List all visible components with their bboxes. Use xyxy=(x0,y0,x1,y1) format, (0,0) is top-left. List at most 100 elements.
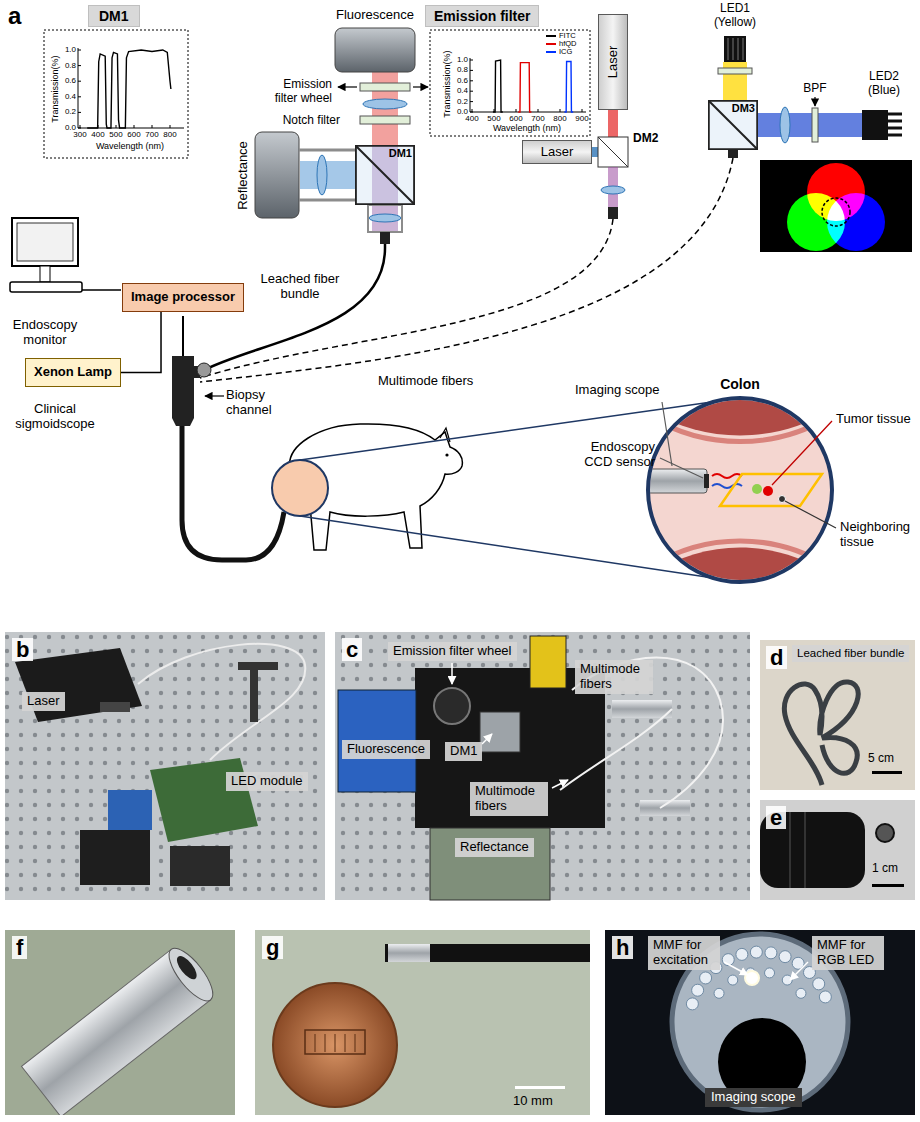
photo-setup xyxy=(5,632,325,900)
photo-tag: Emission filter wheel xyxy=(388,642,517,661)
photo-optics xyxy=(640,800,690,816)
optical-filter xyxy=(360,83,410,124)
photo-tag: Leached fiber bundle xyxy=(792,645,909,662)
component-label: LED2 (Blue) xyxy=(859,70,909,98)
optical-filter xyxy=(360,116,410,124)
node-text: Emission filter wheel xyxy=(393,644,512,659)
tick-label: 700 xyxy=(526,114,550,123)
node-text: MMF for excitation xyxy=(653,938,715,968)
legend-text: ICG xyxy=(559,47,572,56)
tick-label: 400 xyxy=(86,130,110,139)
colon-view xyxy=(640,410,840,442)
tick-label: 1.0 xyxy=(54,45,76,54)
lamp-box: Xenon Lamp xyxy=(25,358,121,387)
axis-tick xyxy=(78,96,81,97)
axis-tick xyxy=(80,125,81,128)
photo-scope-face xyxy=(790,962,808,980)
leader-arrow xyxy=(338,86,357,87)
tick-label: 0.6 xyxy=(446,76,468,85)
component-label: Emission filter wheel xyxy=(262,78,332,106)
tick-label: 0.0 xyxy=(446,107,468,116)
inset-header: DM1 xyxy=(88,5,140,27)
tick-label: 700 xyxy=(140,130,164,139)
photo-scope-tip xyxy=(876,824,894,842)
node-text: Multimode fibers xyxy=(580,662,648,692)
node-text: Image processor xyxy=(131,290,235,305)
photo-tag: MMF for excitation xyxy=(648,936,720,970)
photo-size-reference xyxy=(305,1030,365,1054)
callout-label: Biopsy channel xyxy=(226,388,288,418)
photo-scope-tip xyxy=(760,800,915,900)
transmission-curve xyxy=(87,50,171,128)
legend-text: hfQD xyxy=(559,39,577,48)
legend-line-sample xyxy=(546,43,556,45)
axis-tick xyxy=(134,125,135,128)
laser-box: Laser xyxy=(522,140,592,164)
led-source xyxy=(724,36,746,62)
photo-setup xyxy=(170,846,230,886)
colon-view xyxy=(752,484,762,494)
colon-view xyxy=(648,398,832,582)
camera-body xyxy=(255,132,299,218)
legend-row: ICG xyxy=(546,48,577,56)
panel-letter: f xyxy=(12,936,27,959)
axis-tick xyxy=(472,109,473,112)
photo-optics xyxy=(482,734,492,744)
sigmoidscope xyxy=(197,363,211,377)
photo-optics xyxy=(572,658,723,809)
photo-tag: LED module xyxy=(226,772,308,791)
photo-imaging-scope xyxy=(5,930,235,1117)
photo-optics xyxy=(612,700,672,718)
legend-row: FITC xyxy=(546,32,577,40)
colon-view xyxy=(640,548,840,601)
callout-leader xyxy=(772,421,832,485)
photo-optics xyxy=(430,828,550,900)
led-source xyxy=(728,150,738,158)
cable-line xyxy=(121,312,161,373)
pig-outline xyxy=(272,460,328,516)
photo-scope-face xyxy=(605,930,915,1115)
tick-label: 800 xyxy=(548,114,572,123)
led-source xyxy=(758,113,862,137)
led-source xyxy=(718,68,752,74)
photo-setup xyxy=(238,662,278,670)
led-source xyxy=(743,38,744,60)
axis-tick xyxy=(170,125,171,128)
photo-tag: Multimode fibers xyxy=(470,782,548,816)
component-label: Notch filter xyxy=(260,114,340,128)
led-source xyxy=(733,38,734,60)
colon-view xyxy=(645,469,707,493)
rgb-mixing xyxy=(760,160,912,252)
lens xyxy=(363,99,407,109)
axis-tick xyxy=(78,65,81,66)
component-label: LED1 (Yellow) xyxy=(705,2,765,30)
rgb-mixing xyxy=(760,160,912,252)
photo-tag: Imaging scope xyxy=(705,1088,802,1107)
panel-letter: h xyxy=(612,936,633,959)
tick-label: 500 xyxy=(482,114,506,123)
photo-scope-tip xyxy=(760,800,915,900)
photo-optics xyxy=(335,632,750,900)
sigmoidscope xyxy=(172,356,284,560)
tick-label: 800 xyxy=(158,130,182,139)
cube-outline xyxy=(356,146,415,205)
node-text: DM1 xyxy=(389,147,412,160)
panel-letter: a xyxy=(8,2,21,30)
legend-row: hfQD xyxy=(546,40,577,48)
sigmoidscope xyxy=(172,356,200,426)
monitor-icon xyxy=(12,218,78,266)
rgb-mixing xyxy=(827,193,885,251)
tick-label: 900 xyxy=(570,114,594,123)
dichroic-cube: DM3 xyxy=(708,100,758,150)
photo-scope-tip xyxy=(789,812,791,888)
photo-scope-tip xyxy=(804,812,806,888)
fiber-line xyxy=(200,158,733,382)
photo-size-reference xyxy=(255,930,590,1115)
photo-size-reference xyxy=(385,944,590,962)
tick-label: 0.8 xyxy=(54,61,76,70)
tick-label: 500 xyxy=(104,130,128,139)
leader-arrow xyxy=(413,86,428,87)
axis-tick xyxy=(78,50,81,51)
photo-size-reference xyxy=(345,1034,346,1052)
